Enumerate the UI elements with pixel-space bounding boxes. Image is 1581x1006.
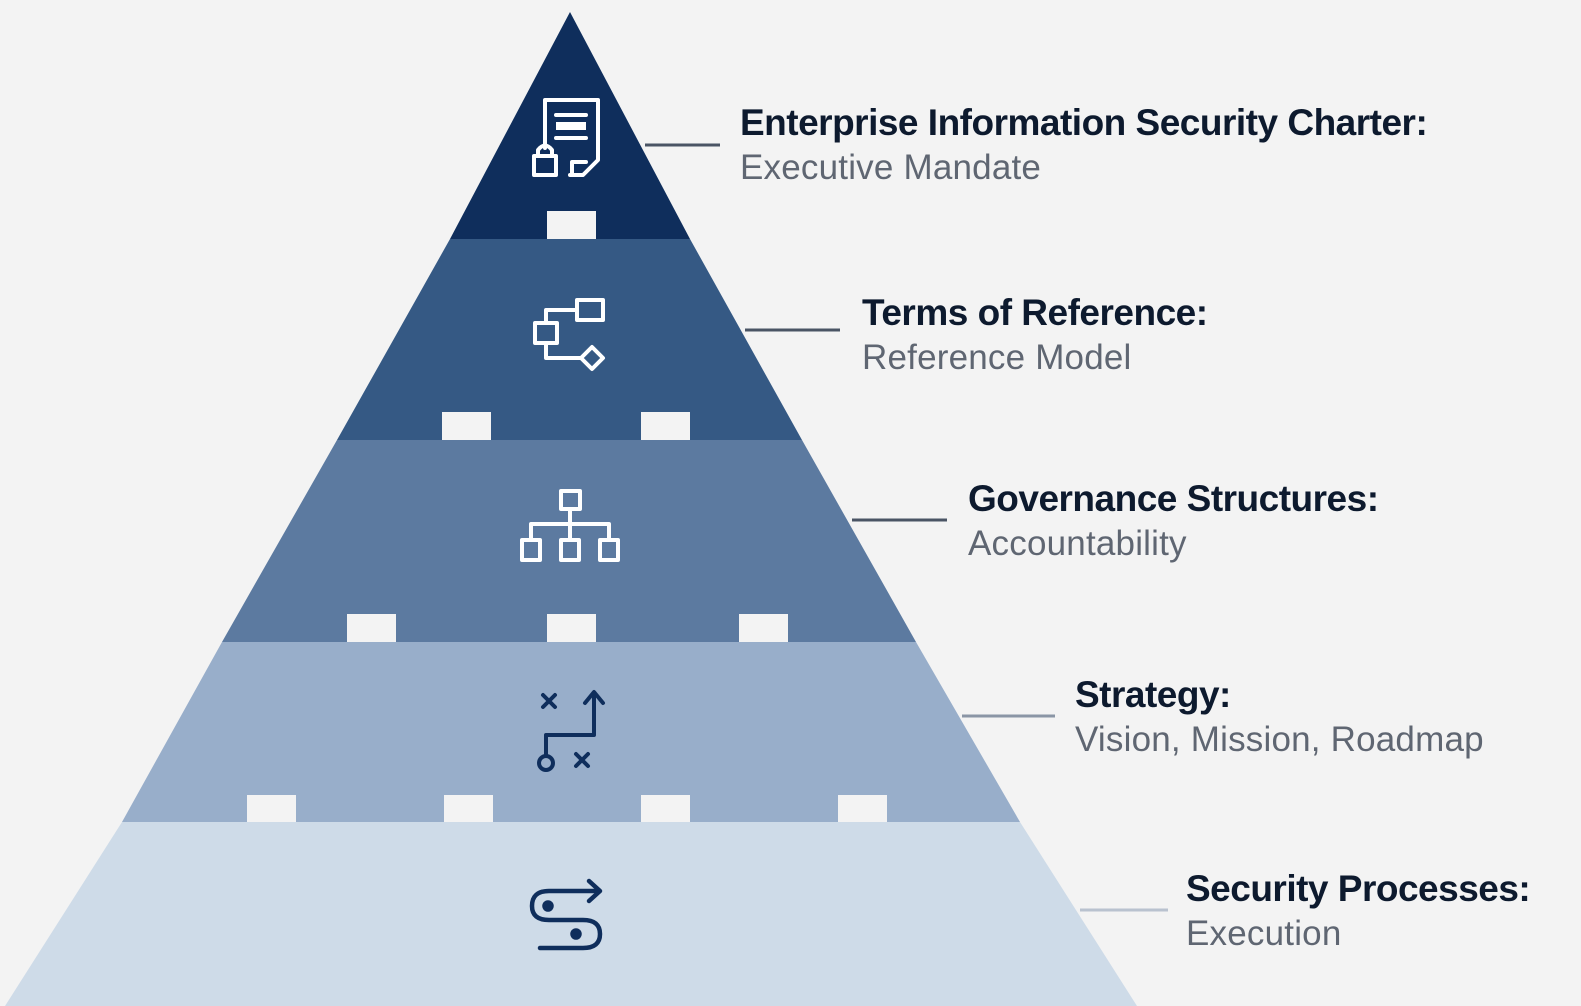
tier-3-subtitle: Accountability [968, 524, 1187, 564]
tier-1-label: Enterprise Information Security Charter:… [740, 100, 1428, 190]
process-path-icon [529, 878, 603, 951]
org-chart-icon [520, 489, 620, 562]
tier-5-subtitle: Execution [1186, 914, 1342, 954]
tier-2-title: Terms of Reference: [862, 292, 1208, 333]
tier-4-subtitle: Vision, Mission, Roadmap [1075, 720, 1484, 760]
tier-3-label: Governance Structures: Accountability [968, 476, 1379, 566]
tier-5-title: Security Processes: [1186, 868, 1531, 909]
tier-4-block [122, 642, 1020, 822]
tier-2-label: Terms of Reference: Reference Model [862, 290, 1208, 380]
tier-1-subtitle: Executive Mandate [740, 148, 1042, 188]
flowchart-icon [533, 298, 605, 371]
strategy-path-icon [537, 690, 605, 772]
tier-5-label: Security Processes: Execution [1186, 866, 1531, 956]
tier-2-subtitle: Reference Model [862, 338, 1132, 378]
secure-document-icon [532, 98, 600, 177]
tier-4-title: Strategy: [1075, 674, 1231, 715]
tier-1-title: Enterprise Information Security Charter: [740, 102, 1428, 143]
tier-2-block [337, 239, 802, 440]
tier-3-title: Governance Structures: [968, 478, 1379, 519]
tier-5-block [5, 822, 1137, 1006]
tier-4-label: Strategy: Vision, Mission, Roadmap [1075, 672, 1484, 762]
